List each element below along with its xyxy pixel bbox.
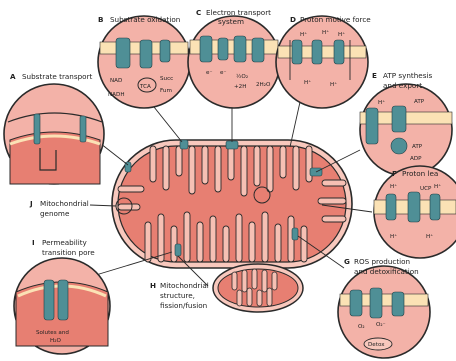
svg-text:G: G [344, 257, 350, 266]
inset-d-hplus-4: H⁺ [304, 79, 311, 86]
inset-c-electron-transport [188, 16, 280, 108]
label-e-text: ATP synthesis [383, 71, 432, 80]
label-b-letter: B [98, 15, 103, 24]
inset-e-atp-mid: ATP [412, 144, 423, 150]
label-g-text: ROS production [354, 257, 410, 266]
inset-b-fum: Fum [160, 88, 172, 94]
inset-f-hplus-3: H⁺ [390, 233, 397, 240]
inset-g-o2a: O₂ [358, 324, 365, 330]
svg-text:E: E [372, 71, 377, 80]
inset-f-proton-leak [374, 166, 456, 258]
svg-text:D: D [290, 15, 296, 24]
label-h-letter: H [150, 281, 156, 290]
label-i-text: Permeability [42, 238, 88, 247]
label-d-letter: D [290, 15, 296, 24]
inset-f-hplus-4: H⁺ [426, 233, 433, 240]
svg-text:J: J [29, 199, 33, 208]
inset-e-atp-synthesis [360, 84, 452, 176]
label-d-text: Proton motive force [300, 15, 371, 24]
svg-text:H: H [150, 281, 156, 290]
svg-text:B: B [98, 15, 103, 24]
label-j-text: Mitochondrial [40, 199, 89, 208]
inset-e-atp-top: ATP [414, 99, 425, 105]
label-g-text2: and detoxification [354, 267, 419, 276]
label-a-text: Substrate transport [22, 72, 93, 81]
inset-e-adp: ADP [410, 156, 422, 162]
svg-text:C: C [196, 8, 201, 17]
inset-i-h2o: H₂O [50, 338, 61, 344]
svg-text:I: I [32, 238, 35, 247]
inset-a-substrate-transport [4, 84, 104, 184]
label-j-letter: J [29, 199, 33, 208]
label-h-text3: fission/fusion [160, 301, 207, 310]
inset-f-ucp: UCP [420, 186, 432, 192]
inset-d-hplus-3: H⁺ [338, 31, 345, 38]
label-j-text2: genome [40, 209, 70, 218]
inset-c-plus-2h: +2H [234, 84, 246, 90]
inset-b-succ: Succ [160, 76, 173, 82]
inset-g-o2b: O₂⁻ [376, 322, 386, 328]
label-h-text2: structure, [160, 291, 195, 300]
label-f-letter: F [392, 169, 397, 178]
svg-text:A: A [10, 72, 16, 81]
inset-c-h2o: 2H₂O [256, 82, 271, 88]
inset-e-hplus: H⁺ [378, 99, 385, 106]
small-mitochondrion [213, 264, 303, 312]
inset-i-solutes: Solutes and [36, 330, 69, 336]
inset-b-nad: NAD [110, 78, 122, 84]
label-h-text: Mitochondrial [160, 281, 209, 290]
svg-text:F: F [392, 169, 397, 178]
inset-c-e2: e⁻ [220, 70, 226, 76]
inset-d-hplus-1: H⁺ [300, 31, 307, 38]
label-f-text: Proton lea [402, 169, 438, 178]
label-b-text: Substrate oxidation [110, 15, 180, 24]
inset-f-hplus-1: H⁺ [390, 183, 397, 190]
inset-c-half-o2: ½O₂ [236, 73, 248, 80]
label-e-letter: E [372, 71, 377, 80]
inset-c-e1: e⁻ [206, 70, 212, 76]
label-i-letter: I [32, 238, 35, 247]
inset-i-permeability-pore [14, 258, 110, 354]
label-e-text2: and export [383, 81, 422, 90]
inset-g-detox: Detox [368, 342, 385, 348]
inset-f-hplus-2: H⁺ [434, 183, 441, 190]
inset-b-nadh: NADH [108, 92, 125, 98]
label-g-letter: G [344, 257, 350, 266]
label-c-text: Electron transport [206, 8, 271, 17]
label-a-letter: A [10, 72, 16, 81]
label-c-text2: system [218, 17, 244, 26]
label-i-text2: transition pore [42, 248, 95, 257]
label-c-letter: C [196, 8, 201, 17]
inset-d-hplus-2: H⁺ [322, 29, 329, 36]
inset-b-tca: TCA [139, 84, 151, 90]
inset-d-hplus-5: H⁺ [330, 81, 337, 88]
